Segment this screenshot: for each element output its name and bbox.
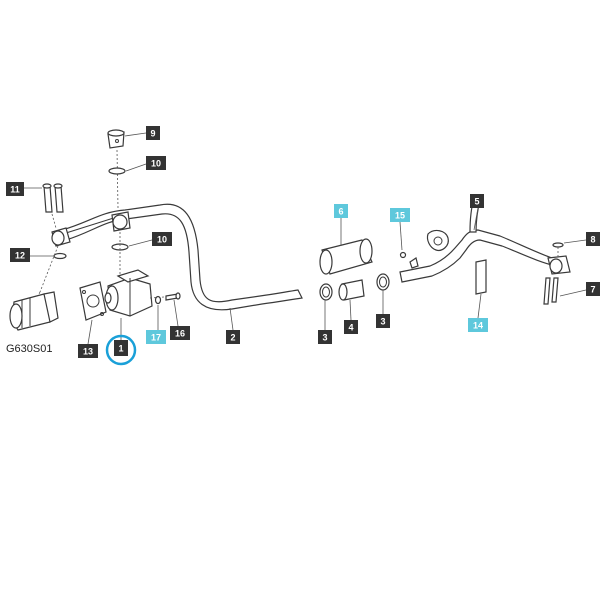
svg-text:12: 12 (15, 251, 25, 261)
callout-badge-highlight[interactable]: 14 (468, 318, 488, 332)
svg-text:3: 3 (380, 317, 385, 327)
hose-clamp-part-3-right[interactable] (376, 273, 390, 291)
bolt-pair-part-11[interactable] (42, 183, 64, 213)
gasket-part-13[interactable] (79, 281, 107, 321)
svg-text:9: 9 (150, 129, 155, 139)
svg-text:8: 8 (590, 235, 595, 245)
svg-text:7: 7 (590, 285, 595, 295)
bracket-part-14[interactable] (475, 259, 487, 295)
svg-text:17: 17 (151, 333, 161, 343)
motor-assembly-g630s01[interactable] (9, 291, 59, 331)
pump-part-1[interactable] (104, 269, 153, 317)
pipe-part-2[interactable] (61, 203, 303, 311)
svg-text:11: 11 (10, 185, 20, 195)
callout-badge[interactable]: 10 (146, 156, 166, 170)
svg-text:4: 4 (348, 323, 353, 333)
bolt-pair-part-7[interactable] (543, 277, 559, 305)
banjo-bolt-part-9[interactable] (107, 129, 125, 149)
callout-badge[interactable]: 5 (470, 194, 484, 208)
diagram-code-label: G630S01 (6, 343, 52, 355)
callout-badge[interactable]: 8 (586, 232, 600, 246)
selection-ring (105, 334, 137, 366)
svg-text:14: 14 (473, 321, 483, 331)
callout-badge[interactable]: 3 (318, 330, 332, 344)
callout-badge[interactable]: 9 (146, 126, 160, 140)
svg-text:10: 10 (157, 235, 167, 245)
washer-part-12[interactable] (53, 252, 67, 260)
callout-badge-selected[interactable]: 1 (114, 340, 128, 356)
washer-part-8[interactable] (552, 242, 564, 248)
callout-badge[interactable]: 2 (226, 330, 240, 344)
callout-badge[interactable]: 11 (6, 182, 24, 196)
svg-text:15: 15 (395, 211, 405, 221)
screw-part-16[interactable] (165, 292, 181, 301)
pipe-boss-center[interactable] (111, 211, 131, 232)
pipe-end-boss-right[interactable] (547, 255, 571, 275)
callout-badge[interactable]: 12 (10, 248, 30, 262)
callout-badge[interactable]: 10 (152, 232, 172, 246)
o-ring-part-17[interactable] (154, 295, 162, 305)
svg-text:3: 3 (322, 333, 327, 343)
clip-part-15[interactable] (399, 251, 419, 269)
svg-text:13: 13 (83, 347, 93, 357)
svg-text:5: 5 (474, 197, 479, 207)
svg-text:1: 1 (118, 344, 123, 354)
callout-badge-highlight[interactable]: 17 (146, 330, 166, 344)
svg-text:10: 10 (151, 159, 161, 169)
svg-text:16: 16 (175, 329, 185, 339)
callout-badge[interactable]: 3 (376, 314, 390, 328)
filter-cartridge-part-6[interactable] (319, 238, 373, 275)
callout-badge[interactable]: 4 (344, 320, 358, 334)
hose-part-4[interactable] (338, 279, 365, 301)
hose-clamp-part-3-left[interactable] (319, 283, 333, 301)
callout-badge-highlight[interactable]: 15 (390, 208, 410, 222)
callout-badge-highlight[interactable]: 6 (334, 204, 348, 218)
callout-badge[interactable]: 16 (170, 326, 190, 340)
svg-text:6: 6 (338, 207, 343, 217)
callout-badge[interactable]: 13 (78, 344, 98, 358)
washer-part-10-upper[interactable] (108, 167, 126, 175)
callout-badge[interactable]: 7 (586, 282, 600, 296)
svg-text:2: 2 (230, 333, 235, 343)
pipe-flange-left[interactable] (51, 227, 71, 247)
pipe-flange-right[interactable] (426, 229, 449, 251)
